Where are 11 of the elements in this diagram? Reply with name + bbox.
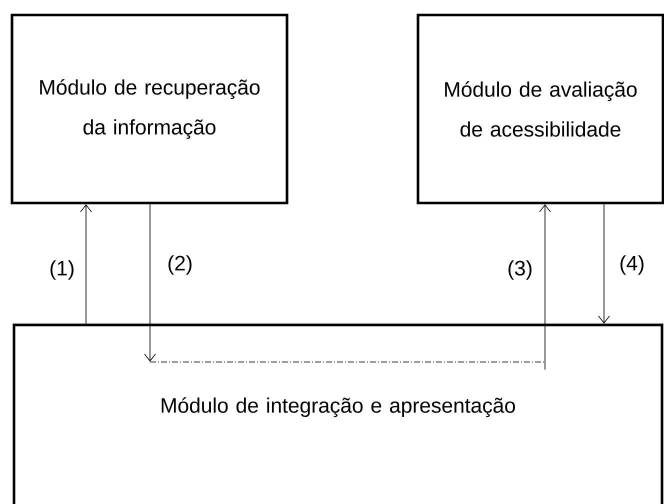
edge-label: (1): [48, 259, 76, 281]
edge-label: (3): [506, 259, 534, 281]
module-box: Módulo de avaliação de acessibilidade: [416, 14, 664, 204]
module-box: Módulo de integração e apresentação: [12, 324, 664, 504]
arrow: [80, 204, 92, 324]
arrow: [539, 204, 551, 370]
edge-label: (2): [166, 254, 194, 276]
arrow: [144, 204, 156, 362]
module-box: Módulo de recuperação da informação: [10, 14, 288, 204]
arrow: [598, 204, 610, 324]
edge-label: (4): [618, 254, 646, 276]
